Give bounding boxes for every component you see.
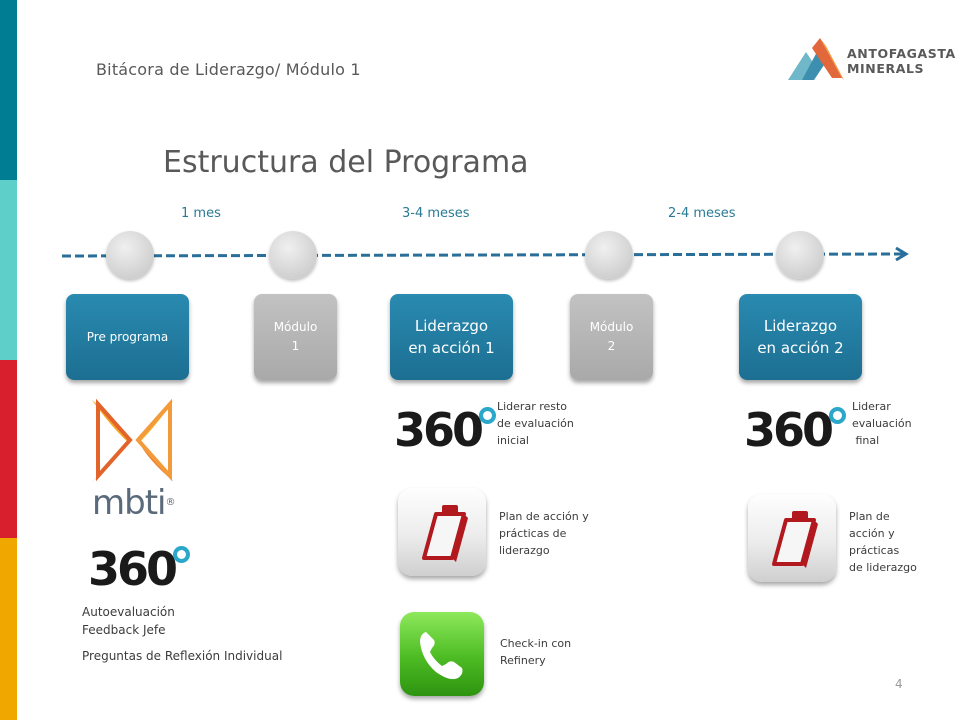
stage-label: Liderazgo	[414, 317, 489, 335]
stage-pre-programa: Pre programa	[66, 294, 189, 380]
stage-label: Módulo	[589, 320, 634, 334]
breadcrumb: Bitácora de Liderazgo/ Módulo 1	[96, 60, 361, 79]
color-band-aqua	[0, 180, 17, 360]
stage-label: 1	[291, 339, 300, 353]
eval-text: Liderar evaluación final	[852, 398, 912, 449]
text-line: de liderazgo	[849, 561, 917, 574]
mbti-wordmark: mbti®	[92, 483, 175, 523]
text-line: Plan de acción y	[499, 510, 589, 523]
timeline-node	[106, 231, 154, 279]
list-item: Autoevaluación	[82, 605, 175, 619]
duration-label: 2-4 meses	[668, 206, 736, 221]
page-number: 4	[895, 677, 903, 691]
stage-modulo-2: Módulo 2	[570, 294, 653, 380]
text-line: Plan de	[849, 510, 890, 523]
stage-label: en acción 1	[408, 339, 495, 357]
mbti-registered-mark: ®	[165, 497, 175, 508]
stage-label: Pre programa	[86, 330, 169, 344]
stage-liderazgo-accion-1: Liderazgo en acción 1	[390, 294, 513, 380]
clipboard-icon	[748, 494, 836, 582]
text-line: Refinery	[500, 654, 546, 667]
logo-wordmark: ANTOFAGASTA MINERALS	[847, 46, 956, 76]
timeline-node	[776, 231, 824, 279]
duration-label: 1 mes	[181, 206, 221, 221]
stage-label: Módulo	[273, 320, 318, 334]
text-line: acción y	[849, 527, 895, 540]
phone-icon	[400, 612, 484, 696]
list-item: Feedback Jefe	[82, 623, 166, 637]
text-line: evaluación	[852, 417, 912, 430]
text-line: prácticas de	[499, 527, 567, 540]
logo-360: 360	[744, 403, 834, 457]
ring-icon	[829, 407, 846, 424]
eval-text: Liderar resto de evaluación inicial	[497, 398, 574, 449]
ring-icon	[173, 546, 190, 563]
logo-line-2: MINERALS	[847, 61, 925, 76]
text-line: prácticas	[849, 544, 900, 557]
timeline-arrow	[61, 246, 909, 262]
stage-modulo-1: Módulo 1	[254, 294, 337, 380]
antofagasta-minerals-logo	[788, 38, 844, 80]
list-item: Preguntas de Reflexión Individual	[82, 649, 283, 663]
plan-text: Plan de acción y prácticas de liderazgo	[499, 508, 589, 559]
clipboard-icon	[398, 488, 486, 576]
stage-label: Liderazgo	[763, 317, 838, 335]
logo-360: 360	[394, 403, 484, 457]
text-line: Check-in con	[500, 637, 572, 650]
logo-360: 360	[88, 542, 178, 596]
stage-label: 2	[607, 339, 616, 353]
mbti-label: mbti	[92, 483, 166, 523]
timeline-node	[585, 231, 633, 279]
text-line: Liderar	[852, 400, 891, 413]
text-line: de evaluación	[497, 417, 574, 430]
text-line: inicial	[497, 434, 529, 447]
plan-text: Plan de acción y prácticas de liderazgo	[849, 508, 917, 576]
pre-programa-list: Autoevaluación Feedback Jefe Preguntas d…	[82, 603, 282, 665]
color-band-teal	[0, 0, 17, 180]
logo-line-1: ANTOFAGASTA	[847, 46, 956, 61]
mbti-logo	[92, 398, 174, 482]
ring-icon	[479, 407, 496, 424]
text-line: Liderar resto	[497, 400, 568, 413]
color-band-yellow	[0, 538, 17, 720]
stage-label: en acción 2	[757, 339, 844, 357]
color-band-red	[0, 360, 17, 538]
checkin-text: Check-in con Refinery	[500, 635, 571, 669]
stage-liderazgo-accion-2: Liderazgo en acción 2	[739, 294, 862, 380]
slide-title: Estructura del Programa	[163, 145, 529, 180]
text-line: final	[852, 434, 880, 447]
duration-label: 3-4 meses	[402, 206, 470, 221]
text-line: liderazgo	[499, 544, 550, 557]
timeline-node	[269, 231, 317, 279]
